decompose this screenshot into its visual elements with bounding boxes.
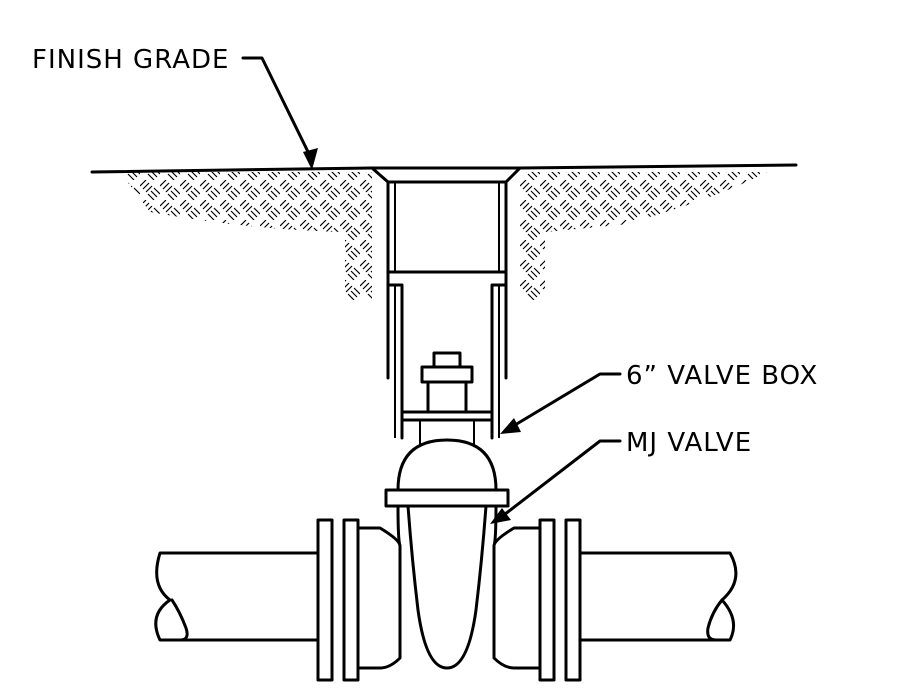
valve-bonnet (384, 438, 510, 508)
left-pipe (154, 518, 402, 682)
valve-box-body (386, 270, 508, 440)
soil-hatching (120, 172, 768, 300)
label-valve-box: 6” VALVE BOX (626, 361, 818, 391)
finish-grade-line (90, 163, 798, 174)
leader-valve-box (500, 372, 622, 434)
valve-body (396, 504, 498, 670)
label-finish-grade: FINISH GRADE (32, 45, 229, 75)
leader-mj-valve (490, 439, 622, 524)
operating-nut (400, 351, 494, 448)
valve-box-top (370, 166, 522, 380)
right-pipe (492, 518, 738, 682)
label-mj-valve: MJ VALVE (626, 428, 752, 458)
leader-finish-grade (241, 56, 318, 170)
